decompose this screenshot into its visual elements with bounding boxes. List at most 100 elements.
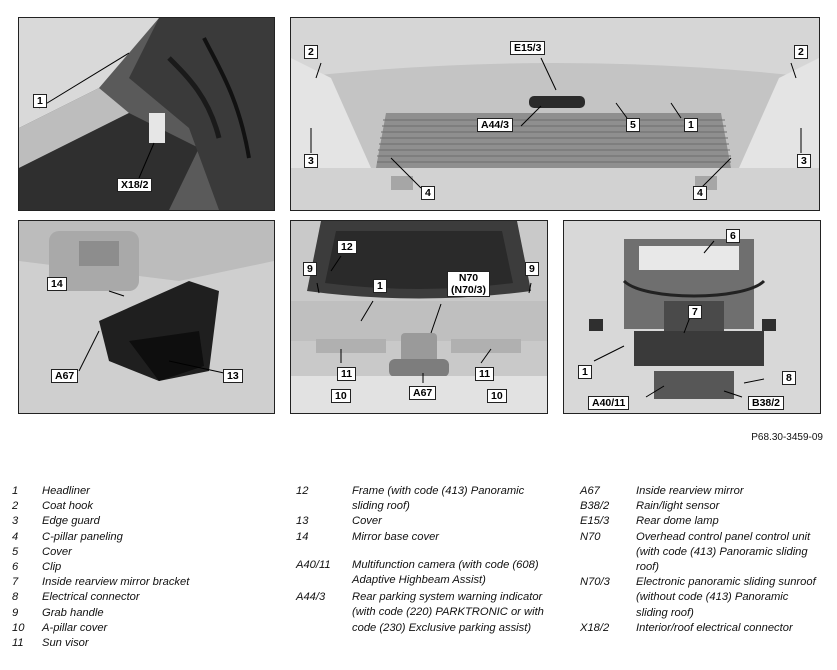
- legend-item: 10 A-pillar cover: [12, 621, 272, 636]
- callout-10-right: 10: [487, 389, 507, 403]
- legend-text: Frame (with code (413) Panoramic sliding…: [352, 485, 525, 513]
- callout-3-right: 3: [797, 154, 811, 168]
- legend-item: A44/3 Rear parking system warning indicat…: [296, 590, 546, 636]
- photo-roof-connector: [19, 18, 274, 210]
- callout-7: 7: [688, 305, 702, 319]
- legend-text: Interior/roof electrical connector: [636, 621, 793, 634]
- legend-item: 5 Cover: [12, 545, 272, 560]
- callout-a40-11: A40/11: [588, 396, 630, 410]
- callout-e15-3: E15/3: [510, 41, 546, 55]
- legend-text: Electrical connector: [42, 591, 140, 604]
- legend-key: 7: [12, 576, 19, 589]
- callout-12: 12: [337, 240, 357, 254]
- legend-text: A-pillar cover: [42, 621, 108, 634]
- photo-windshield: [291, 221, 547, 413]
- callout-a44-3: A44/3: [477, 118, 514, 132]
- legend-text: Headliner: [42, 485, 90, 497]
- legend-item: 12 Frame (with code (413) Panoramic slidi…: [296, 484, 546, 514]
- legend-key: 3: [12, 515, 19, 528]
- photo-rear-headliner: [291, 18, 819, 210]
- legend-key: 4: [12, 530, 19, 543]
- legend-item: 8 Electrical connector: [12, 590, 272, 605]
- legend-key: 8: [12, 591, 19, 604]
- figure-id: P68.30-3459-09: [751, 432, 823, 443]
- callout-5: 5: [626, 118, 640, 132]
- legend-text: C-pillar paneling: [42, 530, 123, 543]
- callout-9-right: 9: [525, 262, 539, 276]
- legend-key: N70/3: [580, 576, 610, 589]
- legend-text: Rear parking system warning indicator (w…: [352, 591, 544, 634]
- callout-n70: N70 (N70/3): [447, 271, 491, 297]
- legend-item: A67 Inside rearview mirror: [580, 484, 820, 499]
- legend-key: A44/3: [296, 591, 326, 604]
- legend-item: 7 Inside rearview mirror bracket: [12, 575, 272, 590]
- legend-item: 11 Sun visor: [12, 636, 272, 651]
- callout-1: 1: [578, 365, 592, 379]
- legend-key: 11: [12, 637, 24, 650]
- legend-item: 1 Headliner: [12, 484, 272, 499]
- legend-text: Edge guard: [42, 515, 100, 528]
- legend-key: 12: [296, 485, 309, 497]
- callout-10-left: 10: [331, 389, 351, 403]
- callout-4-left: 4: [421, 186, 435, 200]
- callout-11-right: 11: [475, 367, 495, 381]
- callout-n70-line2: (N70/3): [451, 284, 487, 296]
- callout-14: 14: [47, 277, 67, 291]
- legend-key: 10: [12, 621, 25, 634]
- legend-key: X18/2: [580, 621, 610, 634]
- callout-b38-2: B38/2: [748, 396, 785, 410]
- callout-9-left: 9: [303, 262, 317, 276]
- photo-panel-mirror-base: 14 A67 13: [18, 220, 275, 414]
- photo-panel-windshield: 12 9 9 1 N70 (N70/3) 11 11 A67 10 10: [290, 220, 548, 414]
- callout-8: 8: [782, 371, 796, 385]
- callout-11-left: 11: [337, 367, 357, 381]
- photo-panel-roof-connector: 1 X18/2: [18, 17, 275, 211]
- legend-text: Multifunction camera (with code (608) Ad…: [352, 558, 539, 587]
- legend-text: Cover: [352, 515, 382, 528]
- callout-3-left: 3: [304, 154, 318, 168]
- legend-key: N70: [580, 530, 601, 543]
- callout-1: 1: [33, 94, 47, 108]
- callout-1: 1: [684, 118, 698, 132]
- legend-text: Cover: [42, 545, 72, 558]
- callout-a67: A67: [409, 386, 437, 400]
- legend-text: Rain/light sensor: [636, 500, 720, 513]
- callout-2-left: 2: [304, 45, 318, 59]
- callout-2-right: 2: [794, 45, 808, 59]
- legend-key: 9: [12, 606, 19, 619]
- callout-x18-2: X18/2: [117, 178, 153, 192]
- legend-item: 6 Clip: [12, 560, 272, 575]
- legend-key: 6: [12, 561, 19, 574]
- legend-item: B38/2 Rain/light sensor: [580, 499, 820, 514]
- legend-item: 3 Edge guard: [12, 514, 272, 529]
- callout-13: 13: [223, 369, 243, 383]
- legend-text: Coat hook: [42, 500, 93, 513]
- callout-a67: A67: [51, 369, 79, 383]
- legend-item: 9 Grab handle: [12, 606, 272, 621]
- legend-column-2: 12 Frame (with code (413) Panoramic slidi…: [296, 484, 546, 636]
- legend-text: Sun visor: [42, 637, 89, 650]
- legend-key: 5: [12, 545, 19, 558]
- legend-text: Clip: [42, 561, 62, 574]
- callout-6: 6: [726, 229, 740, 243]
- legend-item: 4 C-pillar paneling: [12, 530, 272, 545]
- legend-key: E15/3: [580, 515, 610, 528]
- legend-key: 1: [12, 485, 19, 497]
- callout-n70-line1: N70: [458, 272, 479, 284]
- legend-text: Inside rearview mirror bracket: [42, 576, 190, 589]
- legend-key: 13: [296, 515, 309, 528]
- legend-text: Grab handle: [42, 606, 104, 619]
- legend-key: A67: [580, 485, 600, 497]
- legend-item: 13 Cover: [296, 514, 546, 529]
- photo-mirror-base: [19, 221, 274, 413]
- callout-4-right: 4: [693, 186, 707, 200]
- legend-text: Inside rearview mirror: [636, 485, 744, 497]
- legend-key: B38/2: [580, 500, 610, 513]
